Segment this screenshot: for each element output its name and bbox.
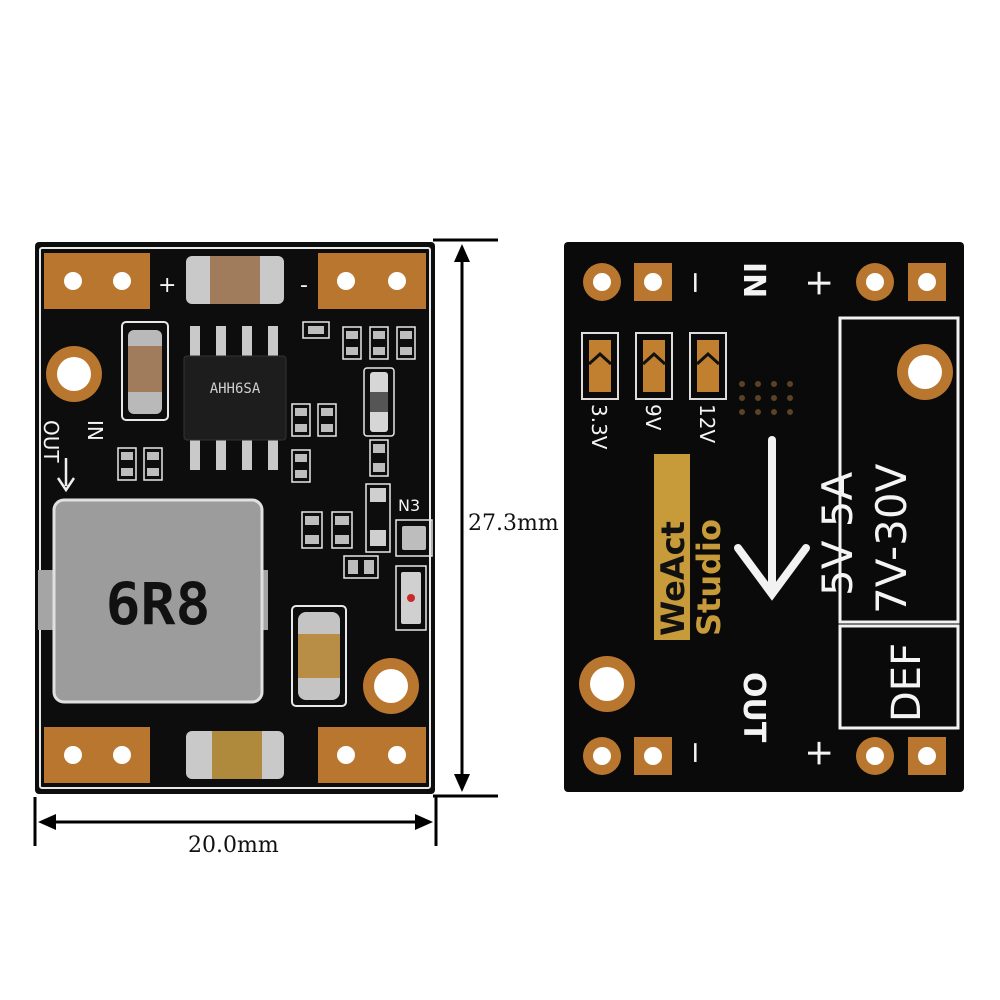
regulator-chip: AHH6SA <box>183 326 287 470</box>
output-capacitor <box>291 605 347 707</box>
jumper-3v3-label: 3.3V <box>587 404 611 450</box>
back-board: − IN + − OUT + <box>564 242 964 792</box>
brand-line1: WeAct <box>654 521 692 636</box>
back-mounting-hole-bottom-left <box>579 656 635 712</box>
brand-line2: Studio <box>690 519 728 636</box>
led-silk-label: N3 <box>398 496 420 515</box>
front-out-label: OUT <box>39 420 63 463</box>
fuse-component <box>363 367 395 437</box>
width-dimension-label: 20.0mm <box>188 833 279 858</box>
back-in-label: IN <box>736 262 771 298</box>
back-plus-bottom: + <box>799 738 840 768</box>
via-grid <box>739 381 793 415</box>
mounting-hole-top-left <box>46 346 102 402</box>
diode-component <box>365 483 391 553</box>
side-capacitor <box>121 321 169 421</box>
bottom-capacitor <box>186 731 284 779</box>
smd-component-fills <box>121 326 412 574</box>
back-out-label: OUT <box>736 672 771 743</box>
spec-box <box>838 316 960 730</box>
jumper-12v-label: 12V <box>695 404 719 443</box>
front-minus-top: - <box>300 273 308 298</box>
back-mounting-hole-top-right <box>897 344 953 400</box>
jumper-9v-label: 9V <box>641 404 665 431</box>
output-pad-minus <box>44 727 150 783</box>
front-plus-top: + <box>158 273 176 298</box>
spec-output: 5V 5A <box>813 471 862 596</box>
smd-components <box>117 321 416 579</box>
height-dimension-label: 27.3mm <box>468 511 559 536</box>
spec-default: DEF <box>884 643 930 722</box>
back-minus-bottom: − <box>678 740 713 765</box>
height-label-bg <box>464 508 558 536</box>
back-plus-top: + <box>799 268 840 298</box>
mounting-hole-bottom-right <box>363 658 419 714</box>
voltage-jumper-pads <box>581 332 727 400</box>
back-bottom-pads <box>583 737 946 775</box>
dimension-arrowheads <box>38 244 470 830</box>
input-pad-plus <box>44 253 150 309</box>
brand-logo: WeAct Studio <box>654 454 732 640</box>
power-inductor: 6R8 <box>38 498 268 704</box>
front-in-label: IN <box>83 420 107 441</box>
dimension-annotations <box>33 238 498 846</box>
back-top-pads <box>583 263 946 301</box>
back-minus-top: − <box>678 270 713 295</box>
input-pad-minus <box>318 253 426 309</box>
inductor-marking: 6R8 <box>106 570 211 638</box>
front-board: + - IN <box>35 242 435 794</box>
chip-marking: AHH6SA <box>210 381 261 397</box>
output-pad-plus <box>318 727 426 783</box>
top-capacitor <box>186 256 284 304</box>
arrow-down-icon <box>56 458 76 493</box>
status-led <box>395 519 433 631</box>
direction-arrow-icon <box>734 436 810 601</box>
spec-input: 7V-30V <box>867 463 916 614</box>
